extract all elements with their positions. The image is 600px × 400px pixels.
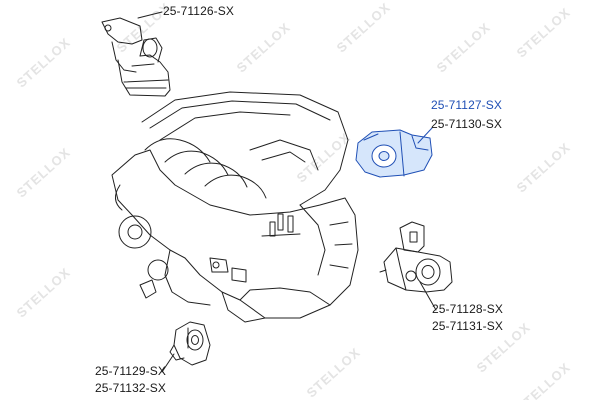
part-code-right-upper-1[interactable]: 25-71127-SX [431, 98, 502, 112]
mount-bottom-left-drawing [169, 321, 211, 366]
part-code-top-left[interactable]: 25-71126-SX [163, 4, 234, 18]
leader-lines [137, 11, 437, 373]
engine-drawing [111, 91, 359, 323]
part-code-right-upper-2[interactable]: 25-71130-SX [431, 117, 502, 131]
part-code-bottom-left-2[interactable]: 25-71132-SX [95, 381, 166, 395]
part-code-right-lower-2[interactable]: 25-71131-SX [432, 319, 503, 333]
mount-right-upper-drawing [355, 129, 433, 178]
part-code-right-lower-1[interactable]: 25-71128-SX [432, 302, 503, 316]
mount-top-left-drawing [101, 17, 171, 97]
part-code-bottom-left-1[interactable]: 25-71129-SX [95, 364, 166, 378]
mount-right-lower-drawing [379, 221, 453, 293]
